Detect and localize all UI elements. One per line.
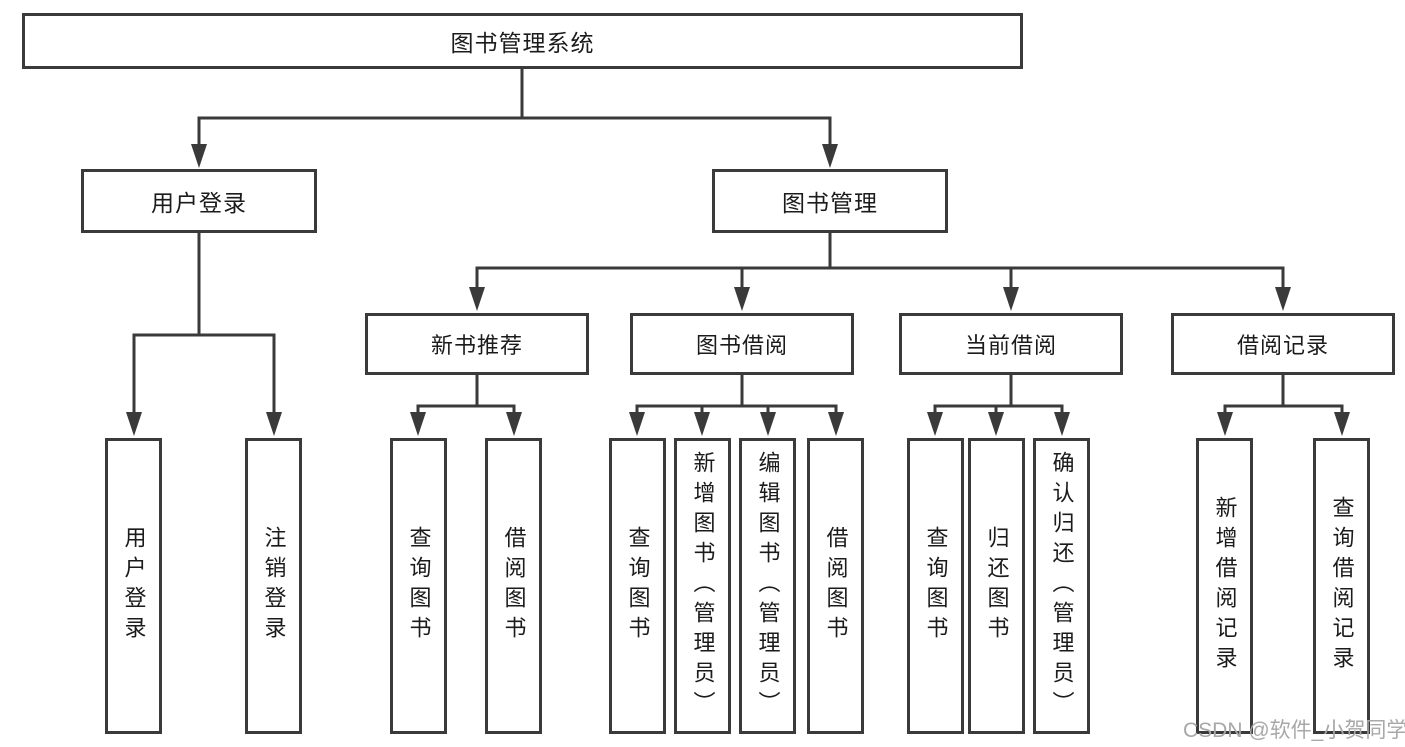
csdn-watermark: CSDN @软件_小贺同学 xyxy=(1183,719,1405,742)
node-label: 用户登录 xyxy=(121,526,147,646)
node-label: 新增图书（管理员） xyxy=(690,451,716,721)
node-label: 查询图书 xyxy=(406,526,432,646)
node-label: 注销登录 xyxy=(261,526,287,646)
node-label: 确认归还（管理员） xyxy=(1049,451,1075,721)
leaf-return-books: 归还图书 xyxy=(968,438,1025,734)
leaf-add-borrow-record: 新增借阅记录 xyxy=(1196,438,1253,734)
node-user-login: 用户登录 xyxy=(81,169,317,233)
node-label: 图书管理 xyxy=(782,190,878,216)
node-book-borrowing: 图书借阅 xyxy=(630,313,854,375)
node-label: 借阅记录 xyxy=(1236,333,1329,358)
leaf-user-login: 用户登录 xyxy=(105,438,162,734)
node-book-management: 图书管理 xyxy=(712,169,948,233)
node-label: 用户登录 xyxy=(151,190,247,216)
node-label: 借阅图书 xyxy=(823,526,849,646)
node-borrow-records: 借阅记录 xyxy=(1171,313,1395,375)
leaf-query-books: 查询图书 xyxy=(907,438,964,734)
node-label: 新增借阅记录 xyxy=(1212,496,1238,676)
leaf-query-borrow-record: 查询借阅记录 xyxy=(1313,438,1370,734)
node-label: 新书推荐 xyxy=(430,333,523,358)
node-current-borrowing: 当前借阅 xyxy=(899,313,1123,375)
leaf-edit-books-admin: 编辑图书（管理员） xyxy=(739,438,796,734)
leaf-confirm-return-admin: 确认归还（管理员） xyxy=(1033,438,1090,734)
node-label: 图书管理系统 xyxy=(450,30,595,56)
node-new-book-recommend: 新书推荐 xyxy=(365,313,589,375)
leaf-query-books: 查询图书 xyxy=(390,438,447,734)
node-label: 归还图书 xyxy=(984,526,1010,646)
leaf-logout: 注销登录 xyxy=(245,438,302,734)
node-label: 查询借阅记录 xyxy=(1329,496,1355,676)
node-label: 图书借阅 xyxy=(695,333,788,358)
arrowhead-icons xyxy=(126,144,1350,436)
node-label: 借阅图书 xyxy=(501,526,527,646)
node-root-library-system: 图书管理系统 xyxy=(22,13,1023,69)
node-label: 编辑图书（管理员） xyxy=(755,451,781,721)
node-label: 查询图书 xyxy=(923,526,949,646)
leaf-borrow-books: 借阅图书 xyxy=(485,438,542,734)
node-label: 查询图书 xyxy=(625,526,651,646)
node-label: 当前借阅 xyxy=(964,333,1057,358)
leaf-query-books: 查询图书 xyxy=(609,438,666,734)
leaf-add-books-admin: 新增图书（管理员） xyxy=(674,438,731,734)
leaf-borrow-books: 借阅图书 xyxy=(807,438,864,734)
